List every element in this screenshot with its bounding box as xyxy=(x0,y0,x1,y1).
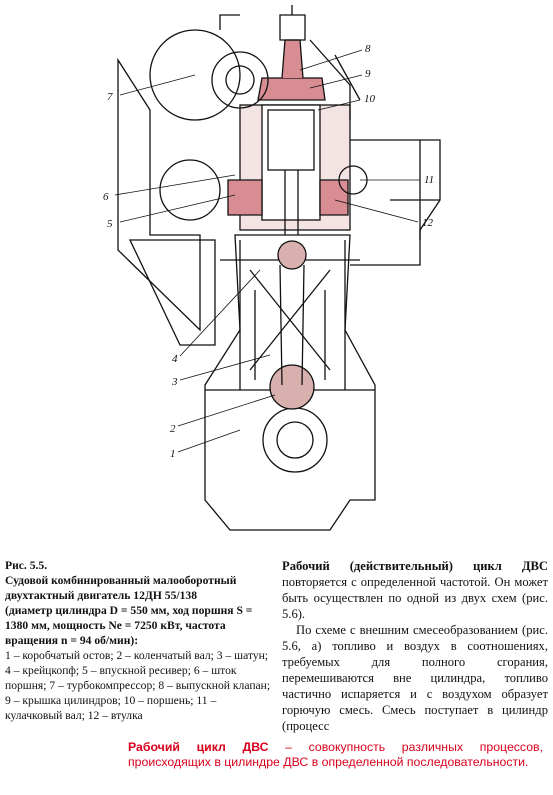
label-9: 9 xyxy=(365,68,371,80)
figure-parameters: (диаметр цилиндра D = 550 мм, ход поршня… xyxy=(5,604,253,647)
camshaft-housing xyxy=(350,139,441,266)
connecting-rod xyxy=(279,264,305,386)
crankpin xyxy=(269,364,315,410)
box-frame xyxy=(205,240,375,391)
engine-cross-section-figure: 7 8 9 10 6 5 11 12 4 3 2 1 xyxy=(103,5,441,531)
figure-number: Рис. 5.5. xyxy=(5,559,48,572)
label-2: 2 xyxy=(170,423,176,435)
receiver-housing xyxy=(117,57,201,332)
figure-title: Судовой комбинированный малооборотный дв… xyxy=(5,574,237,602)
label-7: 7 xyxy=(107,91,113,103)
definition-box: Рабочий цикл ДВС – совокупность различны… xyxy=(128,740,543,770)
label-4: 4 xyxy=(172,353,178,365)
piston-rod xyxy=(284,170,299,235)
figure-caption: Рис. 5.5. Судовой комбинированный малооб… xyxy=(5,558,273,723)
label-3: 3 xyxy=(171,376,178,388)
piston xyxy=(267,109,315,171)
body-text: Рабочий (действительный) цикл ДВС повтор… xyxy=(282,558,548,734)
label-5: 5 xyxy=(107,218,113,230)
definition-term: Рабочий цикл ДВС xyxy=(128,740,269,754)
paragraph-lead: Рабочий (действительный) цикл ДВС xyxy=(282,559,548,573)
cylinder-cover xyxy=(257,77,326,101)
paragraph-1: повторяется с определенной частотой. Он … xyxy=(282,575,548,621)
figure-legend: 1 – коробчатый остов; 2 – коленчатый вал… xyxy=(5,649,271,722)
engine-frame xyxy=(204,234,376,531)
exhaust-valve xyxy=(281,39,304,79)
paragraph-2: По схеме с внешним смесеобразованием (ри… xyxy=(282,623,548,733)
label-8: 8 xyxy=(365,43,371,55)
frame-bracing xyxy=(249,269,331,380)
label-1: 1 xyxy=(170,448,176,460)
turbocharger xyxy=(149,29,241,121)
intake-receiver xyxy=(159,159,221,221)
crosshead xyxy=(277,240,307,270)
label-6: 6 xyxy=(103,191,109,203)
label-12: 12 xyxy=(422,217,434,229)
label-10: 10 xyxy=(364,93,376,105)
crankshaft-journal xyxy=(262,407,328,473)
definition-text: – совокупность различных процессов, прои… xyxy=(128,740,543,769)
label-11: 11 xyxy=(424,174,434,186)
